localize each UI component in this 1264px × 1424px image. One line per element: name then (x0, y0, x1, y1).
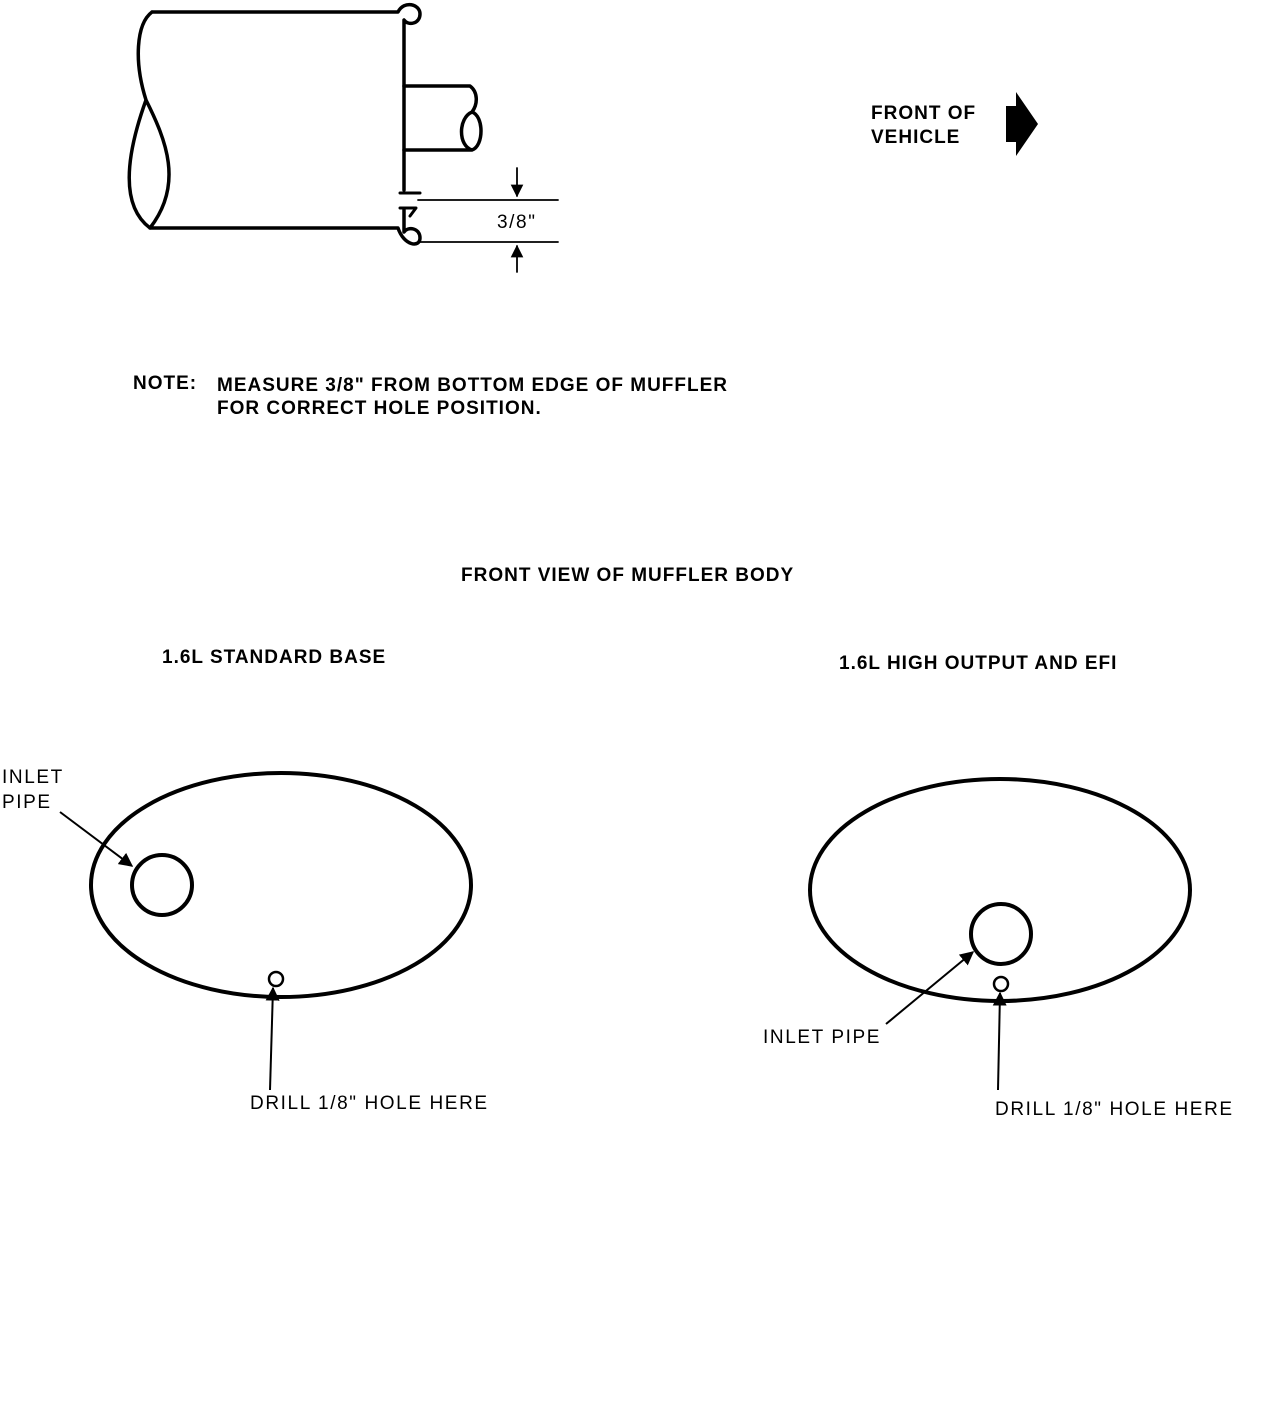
note-line1: MEASURE 3/8" FROM BOTTOM EDGE OF MUFFLER (217, 375, 729, 396)
drill-hole-leader (992, 991, 1007, 1091)
standard-drill-label: DRILL 1/8" HOLE HERE (250, 1093, 489, 1114)
high-output-front-view (808, 777, 1192, 1091)
dimension-label: 3/8" (497, 212, 537, 233)
note-prefix: NOTE: (133, 373, 198, 394)
standard-base-title: 1.6L STANDARD BASE (162, 647, 387, 668)
front-of-vehicle-line2: VEHICLE (871, 127, 961, 148)
high-output-title: 1.6L HIGH OUTPUT AND EFI (839, 653, 1118, 674)
standard-inlet-label-line1: INLET (2, 767, 64, 788)
drill-hole-circle (267, 970, 285, 988)
inlet-pipe-circle (130, 853, 194, 917)
inlet-pipe-circle (969, 902, 1033, 966)
high-output-drill-label: DRILL 1/8" HOLE HERE (995, 1099, 1234, 1120)
standard-inlet-label-line2: PIPE (2, 792, 52, 813)
outlet-pipe (402, 84, 483, 152)
note-line2: FOR CORRECT HOLE POSITION. (217, 398, 542, 419)
muffler-body-outline (127, 2, 422, 246)
drill-hole-circle (992, 975, 1010, 993)
muffler-body-ellipse (89, 771, 473, 999)
drill-hole-leader (265, 986, 280, 1091)
inlet-pipe-leader (885, 951, 975, 1025)
muffler-side-view (127, 2, 559, 273)
inlet-pipe-leader (59, 811, 134, 867)
front-of-vehicle-line1: FRONT OF (871, 103, 977, 124)
standard-base-front-view (59, 771, 473, 1091)
muffler-body-ellipse (808, 777, 1192, 1003)
flange-tick-lower (398, 206, 418, 218)
front-view-title: FRONT VIEW OF MUFFLER BODY (461, 565, 795, 586)
high-output-inlet-label: INLET PIPE (763, 1027, 882, 1048)
right-arrow-icon (1006, 92, 1038, 156)
